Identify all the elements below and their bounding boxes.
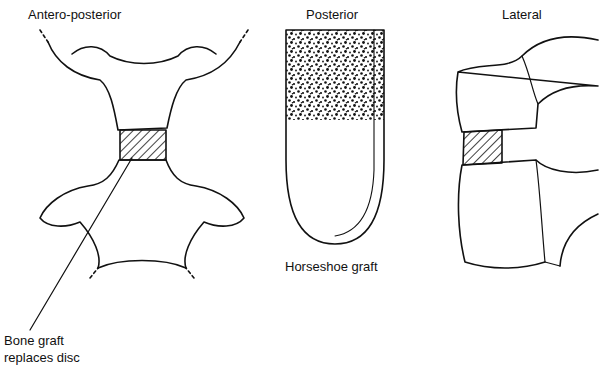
figure-label: Posterior: [306, 6, 358, 23]
lower-vertebra-ap: [40, 160, 244, 268]
cut-line: [90, 268, 194, 278]
figure-label: Bone graft replaces disc: [4, 332, 100, 366]
lower-vertebra-ap: [98, 261, 186, 269]
bone-graft-ap: [120, 130, 166, 160]
horseshoe-graft: [286, 30, 384, 244]
upper-vertebra-ap: [48, 42, 240, 130]
bone-graft-lateral: [463, 130, 502, 165]
pedicle-line: [536, 160, 560, 266]
upper-vertebra-ap: [72, 47, 216, 64]
graft-edge: [335, 30, 374, 236]
pedicle-line: [522, 56, 538, 104]
figure-label: Antero-posterior: [28, 6, 121, 23]
figure-label: Horseshoe graft: [285, 258, 378, 275]
lower-vertebra-lateral: [458, 160, 598, 268]
graft-texture: [286, 30, 384, 120]
upper-vertebra-lateral: [456, 37, 598, 132]
leader-line: [30, 158, 132, 330]
cut-line: [40, 30, 248, 42]
figure-label: Lateral: [502, 6, 542, 23]
